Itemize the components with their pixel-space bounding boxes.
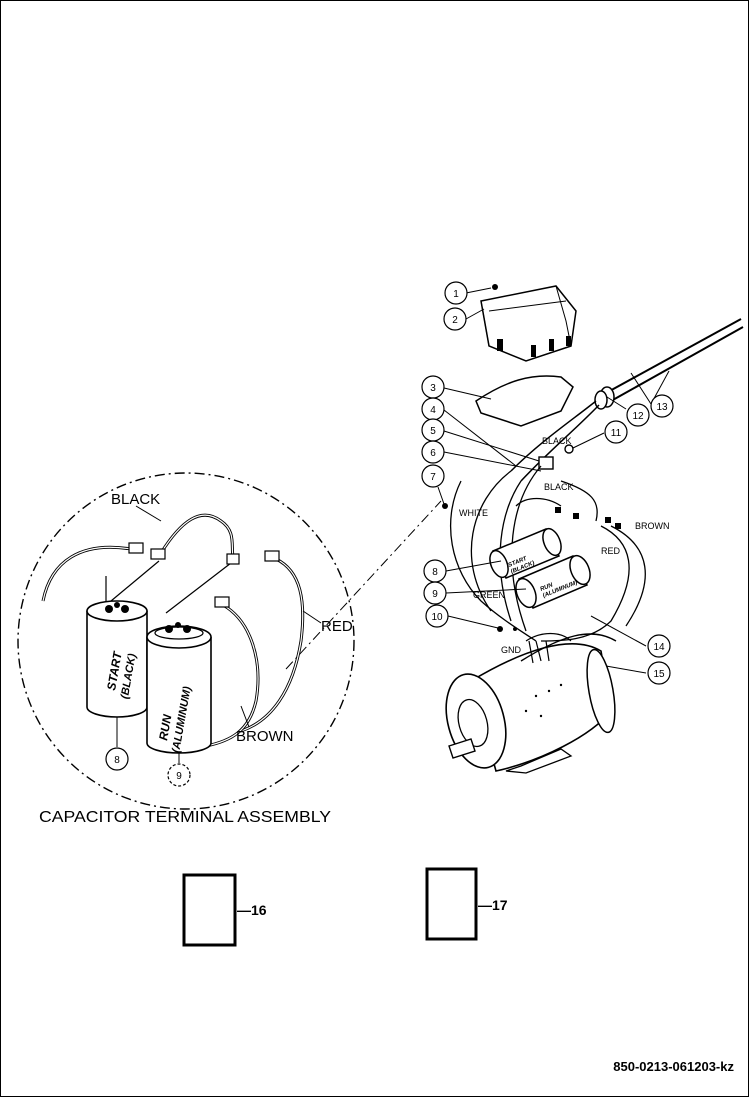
callout-8: 8 <box>423 559 447 583</box>
document-id: 850-0213-061203-kz <box>613 1059 734 1074</box>
inset-wire-red <box>240 557 305 733</box>
callout-11: 11 <box>604 420 628 444</box>
label-white: WHITE <box>459 508 488 518</box>
motor-shaft <box>448 738 476 759</box>
label-green: GREEN <box>473 590 505 600</box>
svg-text:10: 10 <box>431 612 443 623</box>
svg-text:11: 11 <box>611 428 622 439</box>
label-brown: BROWN <box>635 521 670 531</box>
callout-2: 2 <box>443 307 467 331</box>
callout-13: 13 <box>650 394 674 418</box>
inset-start-cap-label: START <box>104 649 125 691</box>
label-black-top: BLACK <box>542 436 572 446</box>
wire-nut <box>564 444 574 454</box>
motor <box>445 632 617 774</box>
inset-label-red: RED <box>321 618 353 635</box>
inset-run-cap-label: RUN <box>156 713 174 741</box>
callout-9: 9 <box>423 581 447 605</box>
svg-text:9: 9 <box>176 771 182 782</box>
svg-text:9: 9 <box>432 589 438 600</box>
label-black-mid: BLACK <box>544 482 574 492</box>
callout-7: 7 <box>421 464 445 488</box>
svg-text:14: 14 <box>653 642 665 653</box>
box-16-label: —16 <box>237 902 267 918</box>
inset-callout-9 <box>167 763 191 787</box>
callout-10: 10 <box>425 604 449 628</box>
svg-text:2: 2 <box>452 315 458 326</box>
svg-text:6: 6 <box>430 448 436 459</box>
callout-3: 3 <box>421 375 445 399</box>
box-17-label: —17 <box>478 897 508 913</box>
callout-15: 15 <box>647 661 671 685</box>
inset-connector <box>128 542 144 554</box>
svg-text:8: 8 <box>114 755 120 766</box>
inset-dashed-circle <box>17 472 355 810</box>
junction-box-cover <box>480 285 577 362</box>
inset-connector <box>264 550 280 562</box>
inset-title: CAPACITOR TERMINAL ASSEMBLY <box>39 809 331 826</box>
cover-screw <box>492 284 498 290</box>
inset-run-capacitor: RUN (ALUMINUM) <box>146 622 212 754</box>
inset-wire-brown <box>205 603 260 748</box>
svg-text:1: 1 <box>453 289 459 300</box>
svg-text:3: 3 <box>430 383 436 394</box>
inset-leader-line <box>285 500 442 670</box>
start-capacitor: START (BLACK) <box>489 527 562 579</box>
inset-callout-8 <box>105 747 129 771</box>
callout-6: 6 <box>421 440 445 464</box>
motor-exploded-view: START (BLACK) RUN (ALUMINUM) <box>421 281 744 774</box>
svg-text:4: 4 <box>430 405 436 416</box>
terminal-block <box>538 456 554 470</box>
inset-label-black: BLACK <box>111 491 160 508</box>
part-box-17: —17 <box>425 867 508 941</box>
callout-5: 5 <box>421 418 445 442</box>
inset-wire-left <box>41 545 132 602</box>
callout-14: 14 <box>647 634 671 658</box>
svg-text:7: 7 <box>430 472 436 483</box>
svg-text:5: 5 <box>430 426 436 437</box>
svg-text:RUN: RUN <box>540 582 555 593</box>
inset-start-capacitor: START (BLACK) <box>86 600 148 718</box>
inset-connector <box>226 553 240 565</box>
leader-lines <box>437 287 670 674</box>
screw <box>442 503 448 509</box>
callout-4: 4 <box>421 397 445 421</box>
inset-label-brown: BROWN <box>236 728 294 745</box>
svg-text:8: 8 <box>432 567 438 578</box>
svg-text:13: 13 <box>656 402 668 413</box>
svg-text:15: 15 <box>653 669 665 680</box>
inset-connector <box>150 548 166 560</box>
harness-wire <box>470 470 512 612</box>
part-box-16: —16 <box>182 873 267 947</box>
capacitor-inset: START (BLACK) RUN (ALUMINUM) BLACK RED B… <box>17 472 355 826</box>
label-red: RED <box>601 546 621 556</box>
svg-text:12: 12 <box>632 411 644 422</box>
inset-connector <box>214 596 230 608</box>
label-gnd: GND <box>501 645 522 655</box>
callout-1: 1 <box>444 281 468 305</box>
power-cord <box>605 318 742 394</box>
motor-base <box>505 748 573 774</box>
ground-screw <box>497 626 503 632</box>
gasket <box>475 375 574 427</box>
callout-12: 12 <box>626 403 650 427</box>
